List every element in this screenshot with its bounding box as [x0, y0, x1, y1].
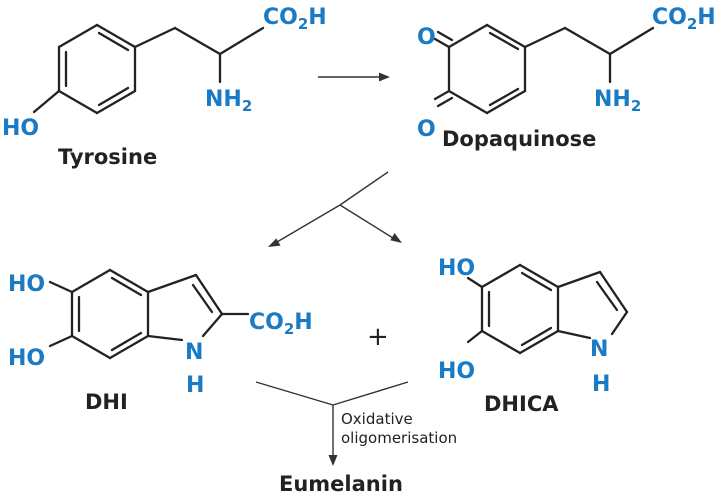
- dhi-bonds: [48, 268, 250, 360]
- plus-sign: +: [367, 322, 389, 352]
- dopaquinose-amine-label: NH2: [594, 87, 641, 115]
- dopaquinose-oxo-label-2: O: [417, 117, 436, 142]
- dhica-hydroxyl-label-1: HO: [438, 256, 475, 281]
- dopaquinose-oxo-label-1: O: [417, 25, 436, 50]
- branch-arrows: [268, 171, 402, 247]
- dhi-name: DHI: [85, 390, 128, 414]
- tyrosine-hydroxyl-label: HO: [2, 116, 39, 141]
- tyrosine-acid-label: CO2H: [263, 5, 327, 33]
- dhica-h-label: H: [592, 372, 610, 397]
- product-name: Eumelanin: [279, 472, 403, 496]
- tyrosine-structure: CO2H NH2 HO Tyrosine: [2, 5, 327, 169]
- dopaquinose-acid-label: CO2H: [652, 5, 716, 33]
- tyrosine-bonds: [32, 23, 265, 115]
- dhi-h-label: H: [186, 373, 204, 398]
- dhica-bonds: [466, 263, 629, 355]
- dhica-n-label: N: [590, 337, 608, 362]
- dopaquinose-bonds: [433, 23, 655, 115]
- dhi-hydroxyl-label-2: HO: [8, 346, 45, 371]
- dopaquinose-name: Dopaquinose: [442, 127, 596, 151]
- oxidation-arrow: [318, 72, 390, 82]
- annotation-line-1: Oxidative: [341, 410, 413, 428]
- dhica-structure: HO HO N H DHICA: [438, 256, 629, 416]
- dhi-acid-label: CO2H: [249, 310, 313, 338]
- dhi-n-label: N: [185, 340, 203, 365]
- dhi-hydroxyl-label-1: HO: [8, 272, 45, 297]
- dhica-hydroxyl-label-2: HO: [438, 359, 475, 384]
- annotation-line-2: oligomerisation: [341, 429, 457, 447]
- merge-arrow: [255, 381, 409, 466]
- tyrosine-amine-label: NH2: [205, 87, 252, 115]
- dopaquinose-structure: O O CO2H NH2 Dopaquinose: [417, 5, 716, 151]
- tyrosine-name: Tyrosine: [58, 145, 157, 169]
- dhica-name: DHICA: [484, 392, 559, 416]
- dhi-structure: HO HO CO2H N H DHI: [8, 268, 313, 414]
